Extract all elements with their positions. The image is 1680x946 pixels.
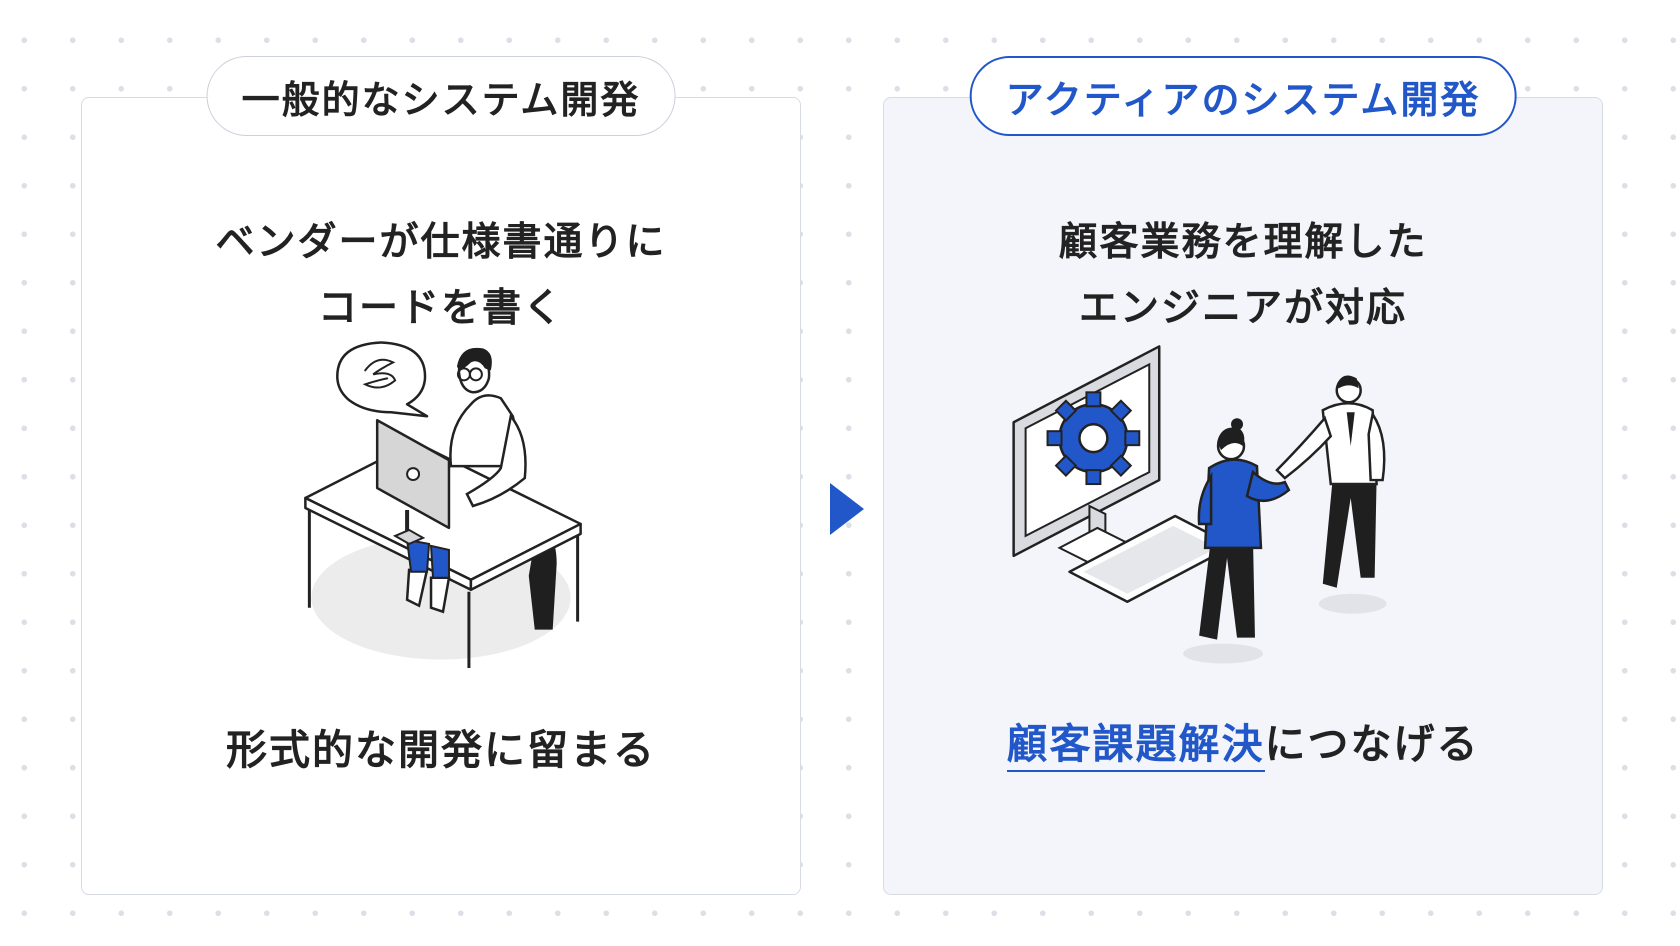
engineer-person: [1197, 418, 1291, 640]
actia-panel: アクティアのシステム開発 顧客業務を理解した エンジニアが対応: [883, 56, 1603, 895]
arrow-right-icon: [830, 483, 864, 535]
speech-bubble-icon: [336, 341, 429, 418]
actia-heading-line1: 顧客業務を理解した: [1058, 220, 1428, 265]
conventional-heading-line2: コードを書く: [317, 286, 564, 331]
gear-icon: [1046, 391, 1141, 486]
actia-heading-line2: エンジニアが対応: [1078, 286, 1407, 331]
shadow-left: [1183, 643, 1263, 664]
actia-footer-rest: につなげる: [1264, 720, 1480, 768]
engineer-handshake-illustration: [1012, 345, 1387, 664]
conventional-panel: 一般的なシステム開発 ベンダーが仕様書通りに コードを書く: [81, 56, 801, 895]
actia-footer-highlight: 顧客課題解決: [1006, 720, 1265, 772]
conventional-heading-line1: ベンダーが仕様書通りに: [215, 220, 667, 265]
monitor-back: [375, 418, 451, 545]
vendor-coding-illustration: [304, 341, 582, 668]
conventional-footer: 形式的な開発に留まる: [226, 726, 656, 774]
actia-footer: 顧客課題解決につなげる: [884, 710, 1602, 772]
developer-person: [405, 347, 527, 614]
client-person: [1275, 375, 1386, 588]
conventional-heading: ベンダーが仕様書通りに コードを書く: [82, 210, 800, 342]
actia-heading: 顧客業務を理解した エンジニアが対応: [884, 210, 1602, 342]
actia-label-pill: アクティアのシステム開発: [969, 56, 1517, 136]
shadow-right: [1318, 593, 1387, 614]
conventional-label-pill: 一般的なシステム開発: [206, 56, 676, 136]
